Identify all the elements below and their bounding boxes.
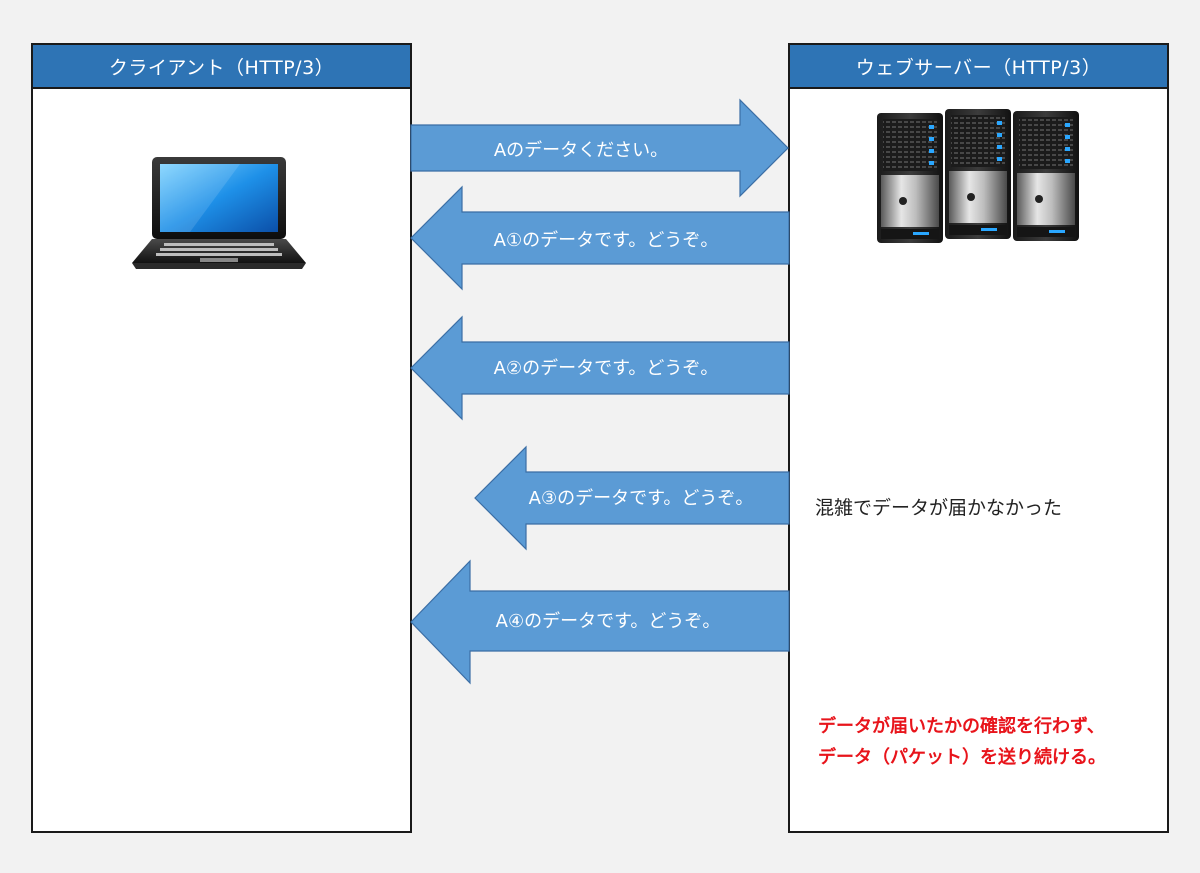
- server-header: ウェブサーバー（HTTP/3）: [790, 45, 1167, 89]
- response-3-label: A③のデータです。どうぞ。: [528, 488, 754, 509]
- client-header: クライアント（HTTP/3）: [33, 45, 410, 89]
- no-ack-note-line-1: データが届いたかの確認を行わず、: [818, 716, 1105, 737]
- laptop-icon: [132, 157, 306, 269]
- response-1-arrow: [410, 185, 790, 291]
- congestion-note: 混雑でデータが届かなかった: [815, 497, 1063, 519]
- request-label: Aのデータください。: [493, 140, 669, 161]
- request-arrow: [410, 98, 789, 198]
- server-rack-icon: [877, 109, 1079, 243]
- response-2-arrow: [410, 315, 790, 421]
- response-4-label: A④のデータです。どうぞ。: [495, 611, 721, 632]
- response-3-arrow: [474, 445, 790, 551]
- client-title: クライアント（HTTP/3）: [108, 56, 335, 79]
- server-panel: ウェブサーバー（HTTP/3）: [788, 43, 1169, 833]
- no-ack-note-line-2: データ（パケット）を送り続ける。: [818, 747, 1106, 768]
- response-1-label: A①のデータです。どうぞ。: [493, 230, 719, 251]
- response-4-arrow: [410, 559, 790, 685]
- server-title: ウェブサーバー（HTTP/3）: [855, 56, 1102, 79]
- response-2-label: A②のデータです。どうぞ。: [493, 358, 719, 379]
